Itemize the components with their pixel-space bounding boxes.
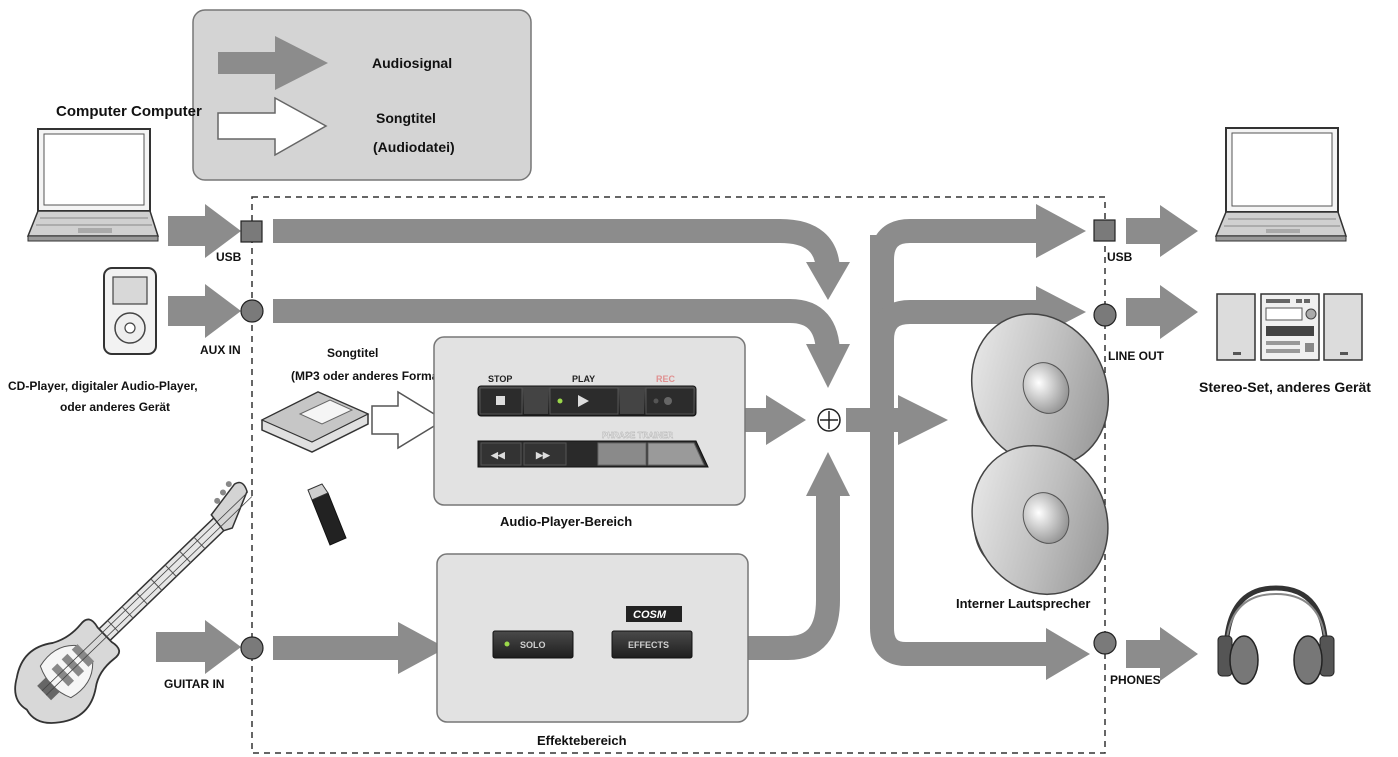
songtitle-arrow xyxy=(371,390,446,450)
audio-player-section-label: Audio-Player-Bereich xyxy=(500,514,632,529)
usb-path xyxy=(273,219,840,273)
phrase-trainer-button-1[interactable] xyxy=(597,442,647,466)
laptop-icon xyxy=(26,128,160,242)
solo-label: SOLO xyxy=(520,640,546,650)
phones-arrow xyxy=(1126,627,1198,681)
solo-button[interactable]: SOLO xyxy=(492,630,574,659)
guitar-in-port xyxy=(240,636,264,660)
songtitle-legend-arrow xyxy=(217,96,328,157)
computer-label: Computer Computer xyxy=(56,103,202,120)
play-led xyxy=(557,398,563,404)
guitar-icon xyxy=(14,481,253,724)
rec-button[interactable] xyxy=(645,387,695,415)
guitar-in-label: GUITAR IN xyxy=(164,677,224,691)
effects-panel: COSM SOLO EFFECTS xyxy=(436,553,749,723)
effects-section-label: Effektebereich xyxy=(537,733,627,748)
legend-songtitle-label: Songtitel xyxy=(376,110,436,126)
line-out-label: LINE OUT xyxy=(1108,349,1165,363)
signal-arrows xyxy=(156,204,241,674)
mixer-symbol xyxy=(817,408,841,432)
usb-out-path xyxy=(870,219,1045,261)
effects-label: EFFECTS xyxy=(628,640,669,650)
aux-in-arrow xyxy=(168,284,241,338)
phrase-trainer-label: PHRASE TRAINER xyxy=(602,431,673,440)
rec-label: REC xyxy=(656,374,676,384)
sd-card-icon xyxy=(260,391,370,453)
rec-icon xyxy=(664,397,672,405)
mix-out-trunk xyxy=(870,235,1055,666)
effects-path xyxy=(748,492,840,660)
song-source-sublabel: (MP3 oder anderes Format) xyxy=(291,369,446,383)
play-icon xyxy=(578,395,589,407)
arrow-heads xyxy=(398,204,1198,681)
guitar-in-arrow xyxy=(156,620,241,674)
play-button[interactable] xyxy=(549,387,619,415)
cosm-logo xyxy=(626,606,682,622)
cosm-logo-text: COSM xyxy=(633,609,667,621)
stereo-set-label: Stereo-Set, anderes Gerät xyxy=(1199,379,1371,395)
stop-button[interactable] xyxy=(479,387,523,415)
fast-forward-button[interactable]: ▶▶ xyxy=(523,442,567,466)
player-device-label: CD-Player, digitaler Audio-Player, xyxy=(8,379,198,393)
rewind-button[interactable]: ◀◀ xyxy=(480,442,522,466)
usb-stick-icon xyxy=(307,483,347,546)
fast-forward-icon: ▶▶ xyxy=(535,450,551,460)
line-out-port xyxy=(1093,303,1117,327)
internal-speaker-label: Interner Lautsprecher xyxy=(956,596,1090,611)
usb-out-port xyxy=(1093,219,1116,242)
stereo-set-icon xyxy=(1216,293,1363,361)
rewind-icon: ◀◀ xyxy=(490,450,506,460)
usb-in-label: USB xyxy=(216,250,242,264)
player-device-sublabel: oder anderes Gerät xyxy=(60,400,170,414)
aux-in-label: AUX IN xyxy=(200,343,241,357)
speaker-icon-bottom xyxy=(971,444,1109,596)
speaker-icon-top xyxy=(970,313,1110,467)
phones-port xyxy=(1093,631,1117,655)
song-source-label: Songtitel xyxy=(327,346,378,360)
legend-audio-signal-label: Audiosignal xyxy=(372,55,452,71)
effects-button[interactable]: EFFECTS xyxy=(611,630,693,659)
audio-player-device-icon xyxy=(103,267,157,355)
solo-led xyxy=(504,641,510,647)
play-label: PLAY xyxy=(572,374,595,384)
audio-player-panel: STOP PLAY REC PHRASE TRAINER ◀◀ ▶▶ xyxy=(433,336,746,506)
legend-songtitle-sublabel: (Audiodatei) xyxy=(373,139,455,155)
phones-label: PHONES xyxy=(1110,673,1161,687)
legend: Audiosignal Songtitel (Audiodatei) xyxy=(192,9,532,181)
headphones-icon xyxy=(1217,585,1335,685)
stop-label: STOP xyxy=(488,374,512,384)
phrase-trainer-button-2[interactable] xyxy=(647,442,705,466)
usb-out-arrow xyxy=(1126,205,1198,257)
stop-icon xyxy=(496,396,505,405)
line-out-arrow xyxy=(1126,285,1198,339)
usb-out-label: USB xyxy=(1107,250,1133,264)
usb-in-port xyxy=(240,220,263,243)
line-out-path xyxy=(870,300,1045,341)
laptop-output-icon xyxy=(1214,127,1348,242)
usb-in-arrow xyxy=(168,204,241,258)
audio-signal-legend-arrow xyxy=(218,36,328,90)
aux-in-port xyxy=(240,299,264,323)
